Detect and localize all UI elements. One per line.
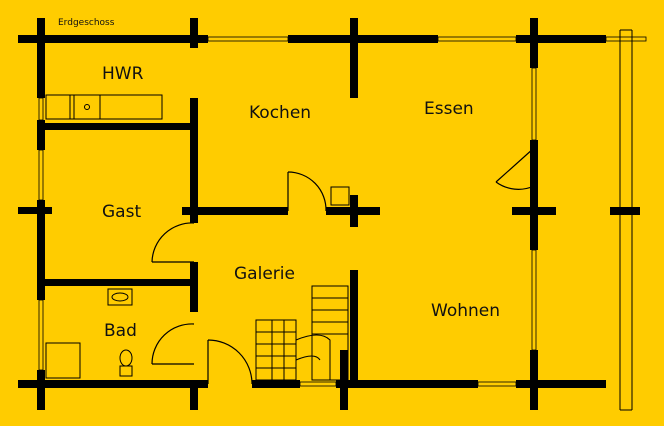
- room-label-kochen: Kochen: [249, 103, 311, 123]
- room-label-essen: Essen: [424, 99, 474, 119]
- windows: [38, 29, 647, 411]
- room-label-galerie: Galerie: [234, 264, 295, 284]
- room-label-wohnen: Wohnen: [431, 301, 500, 321]
- room-label-bad: Bad: [104, 321, 137, 341]
- fixtures: [45, 94, 350, 379]
- room-label-gast: Gast: [102, 202, 141, 222]
- plan-title: Erdgeschoss: [58, 18, 115, 28]
- doors: [151, 147, 535, 385]
- exterior-walls: [18, 18, 606, 410]
- interior-walls: [40, 98, 380, 380]
- room-label-hwr: HWR: [102, 64, 144, 84]
- staircase: [255, 285, 349, 381]
